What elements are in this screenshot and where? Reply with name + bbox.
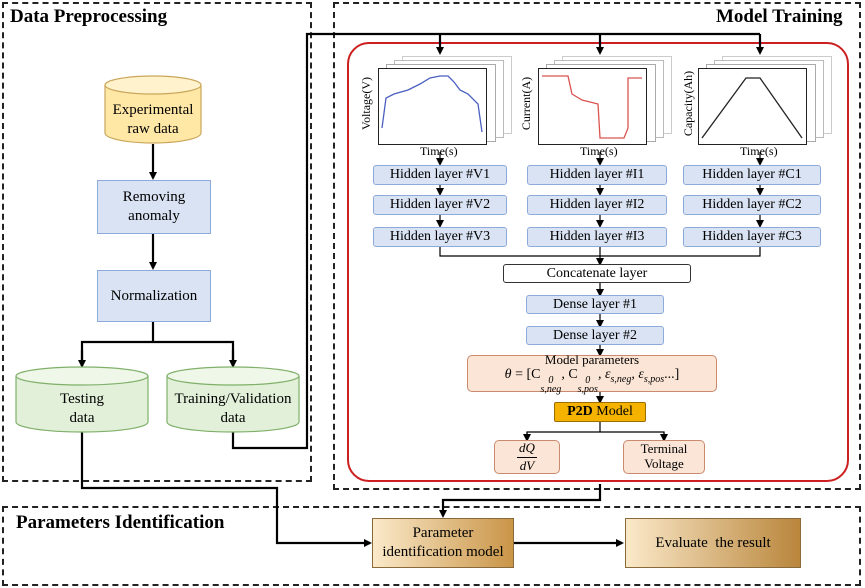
dense-layer-1: Dense layer #1: [526, 295, 664, 314]
dq-numerator: dQ: [517, 440, 537, 458]
hidden-layer-v1: Hidden layer #V1: [373, 165, 507, 185]
evaluate-label: Evaluate the result: [655, 534, 771, 551]
current-x-label: Time(s): [580, 144, 618, 158]
testing-data-label-1: Testing: [60, 391, 104, 407]
p2d-model-box: P2D Model: [554, 402, 646, 422]
theta-symbol: θ: [504, 366, 512, 382]
eps-pos-sub: s,pos: [643, 373, 665, 385]
dq-dv-fraction: dQ dV: [517, 440, 537, 474]
capacity-chart-stack: Capacity(Ah) Time(s): [681, 56, 835, 158]
dq-dv-box: dQ dV: [494, 440, 560, 474]
removing-anomaly-box: Removing anomaly: [97, 180, 211, 234]
hidden-layer-i1: Hidden layer #I1: [527, 165, 667, 185]
dense-layer-2: Dense layer #2: [526, 326, 664, 345]
capacity-x-label: Time(s): [740, 144, 778, 158]
raw-data-cylinder: Experimental raw data: [103, 75, 203, 145]
hidden-layer-i3: Hidden layer #I3: [527, 227, 667, 247]
c-neg-sup: 0: [548, 374, 554, 386]
equation-close: ...]: [664, 366, 680, 382]
hidden-layer-c1: Hidden layer #C1: [683, 165, 821, 185]
model-training-title: Model Training: [716, 6, 843, 27]
capacity-chart: [698, 68, 807, 145]
training-data-label-1: Training/Validation: [174, 391, 292, 407]
current-chart-stack: Current(A) Time(s): [519, 56, 675, 158]
eps-neg-sub: s,neg: [610, 373, 632, 385]
hidden-layer-c3: Hidden layer #C3: [683, 227, 821, 247]
terminal-label-1: Terminal: [640, 441, 688, 457]
model-training-panel: [333, 2, 861, 490]
capacity-curve: [701, 77, 803, 139]
voltage-x-label: Time(s): [420, 144, 458, 158]
hidden-layer-i2: Hidden layer #I2: [527, 195, 667, 215]
eps-neg-base: ε: [604, 366, 611, 382]
separator: ,: [561, 366, 569, 382]
voltage-y-label: Voltage(V): [359, 76, 374, 131]
parameter-identification-model-box: Parameter identification model: [372, 518, 514, 568]
parameters-identification-panel: [2, 506, 861, 586]
separator: ,: [597, 366, 605, 382]
dv-denominator: dV: [519, 457, 535, 473]
training-data-cylinder: Training/Validation data: [165, 366, 301, 434]
p2d-bold-label: P2D: [567, 404, 593, 420]
current-y-label: Current(A): [519, 76, 534, 131]
voltage-curve: [381, 75, 483, 133]
current-chart: [538, 68, 647, 145]
separator: ,: [631, 366, 639, 382]
voltage-chart-stack: Voltage(V) Time(s): [359, 56, 515, 158]
concatenate-layer: Concatenate layer: [503, 264, 691, 283]
training-network-frame: [347, 42, 849, 482]
terminal-label-2: Voltage: [644, 456, 684, 471]
removing-anomaly-label-2: anomaly: [128, 208, 180, 224]
hidden-layer-v2: Hidden layer #V2: [373, 195, 507, 215]
cylinder-shape: [104, 75, 202, 144]
evaluate-result-box: Evaluate the result: [625, 518, 801, 568]
c-neg-base: C: [531, 366, 541, 382]
normalization-box: Normalization: [97, 270, 211, 322]
p2d-model-label: Model: [592, 404, 633, 420]
normalization-label: Normalization: [110, 287, 198, 304]
cylinder-shape: [15, 366, 149, 433]
identification-label-1: Parameter: [412, 525, 474, 542]
cylinder-shape: [166, 366, 300, 433]
current-curve: [542, 75, 642, 139]
c-pos-sup: 0: [585, 374, 591, 386]
equation-open: = [: [511, 366, 532, 382]
raw-data-label-2: raw data: [127, 120, 179, 137]
model-parameters-title: Model parameters: [544, 351, 640, 367]
eps-pos-base: ε: [638, 366, 644, 382]
data-preprocessing-panel: [2, 2, 312, 482]
parameters-identification-title: Parameters Identification: [16, 512, 225, 533]
training-data-label-2: data: [220, 409, 246, 426]
c-neg-sub: s,neg: [540, 384, 562, 395]
identification-label-2: identification model: [382, 544, 504, 560]
hidden-layer-c2: Hidden layer #C2: [683, 195, 821, 215]
removing-anomaly-label-1: Removing: [122, 189, 186, 206]
terminal-voltage-box: Terminal Voltage: [623, 440, 705, 474]
hidden-layer-v3: Hidden layer #V3: [373, 227, 507, 247]
testing-data-cylinder: Testing data: [14, 366, 150, 434]
data-preprocessing-title: Data Preprocessing: [10, 6, 168, 27]
c-pos-base: C: [568, 366, 578, 382]
raw-data-label-1: Experimental: [112, 102, 194, 118]
c-pos-sub: s,pos: [577, 384, 598, 395]
voltage-chart: [378, 68, 487, 145]
testing-data-label-2: data: [69, 409, 95, 426]
capacity-y-label: Capacity(Ah): [681, 70, 696, 137]
